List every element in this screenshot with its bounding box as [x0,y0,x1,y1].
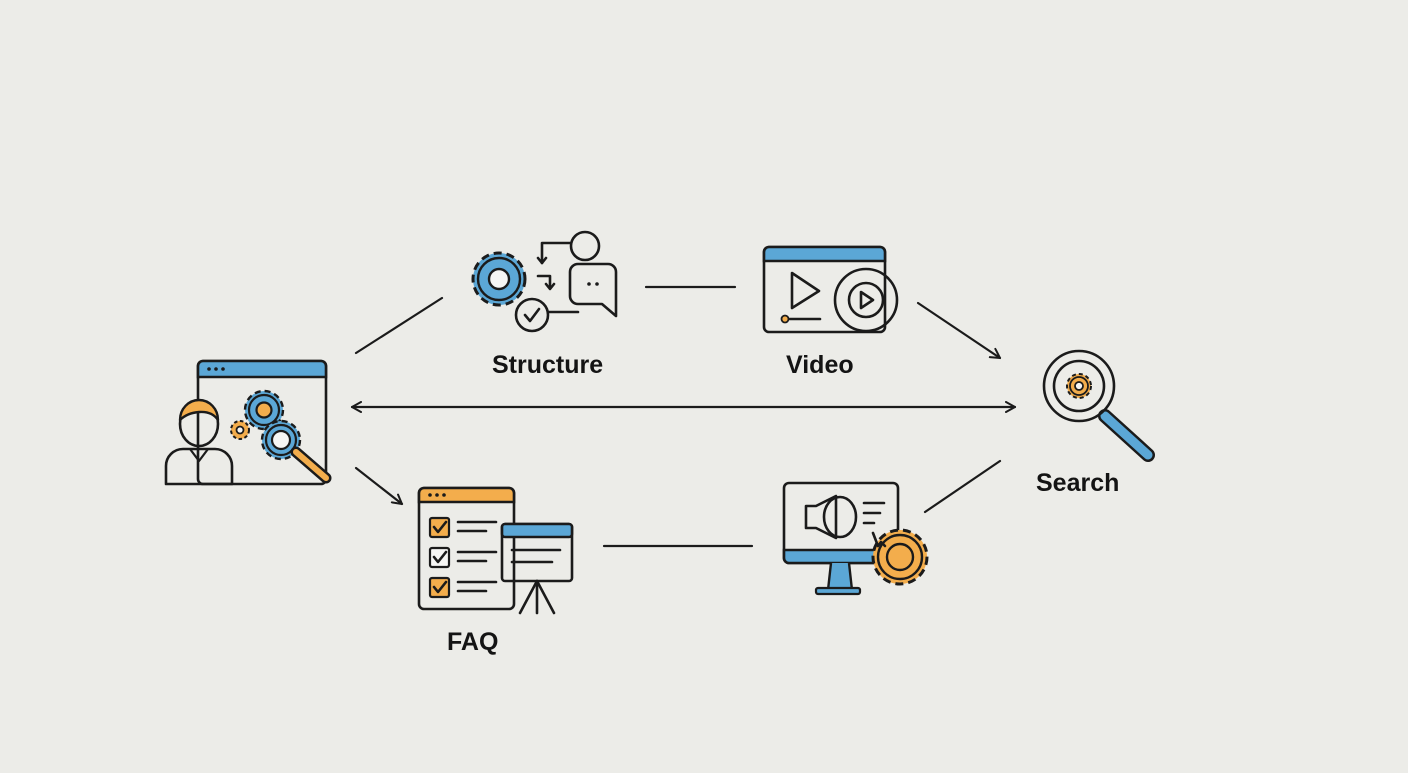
arrow-person-faq [354,466,404,506]
label-video: Video [786,351,854,379]
video-player-icon [762,245,899,334]
gear-chat-flow-icon [471,230,618,333]
label-structure: Structure [492,351,603,379]
magnifier-gear-icon [1042,349,1155,462]
arrow-video-search [916,301,1002,360]
monitor-megaphone-gear-icon [782,481,929,596]
connector-monitor-search [923,459,1002,514]
label-search: Search [1036,469,1119,497]
label-faq: FAQ [447,628,498,656]
checklist-board-icon [417,486,574,615]
connector-person-structure [354,296,444,355]
person-with-gears-icon [164,359,332,486]
